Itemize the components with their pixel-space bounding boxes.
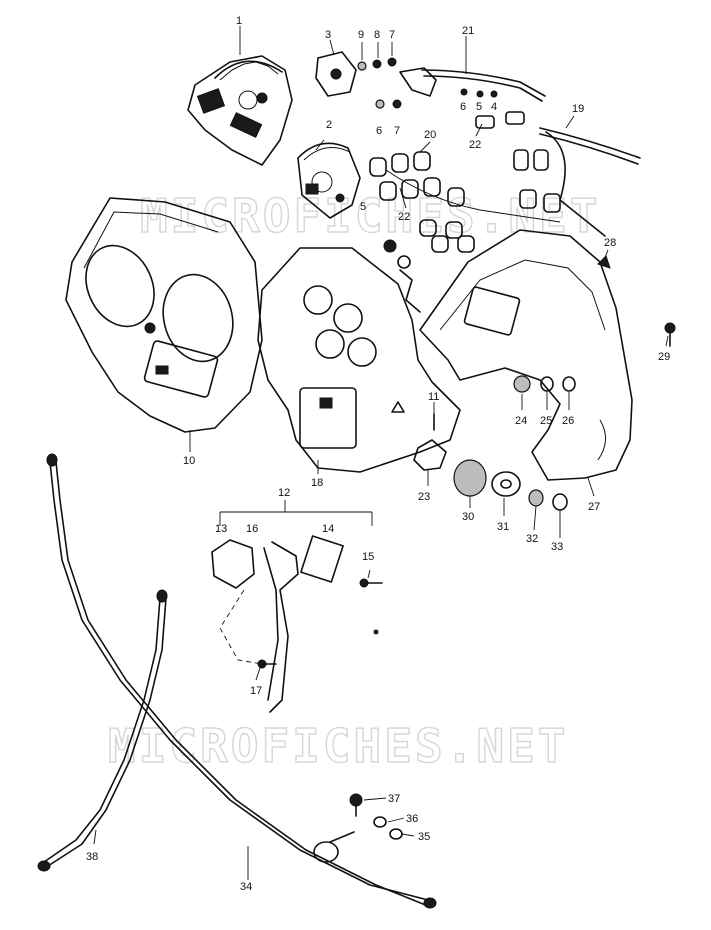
bulb-sockets-19 [475, 111, 641, 237]
callout-16: 16 [246, 523, 258, 535]
callout-23: 23 [418, 491, 430, 503]
callout-35: 35 [418, 831, 430, 843]
meter-case-upper-10 [65, 197, 263, 433]
callout-7-lower: 7 [394, 125, 400, 137]
callout-1: 1 [236, 15, 242, 27]
callout-5: 5 [476, 101, 482, 113]
tachometer-assembly [297, 142, 361, 219]
callout-21: 21 [462, 25, 474, 37]
callout-labels: 1 2 3 4 5 6 7 8 9 6 7 10 11 12 13 14 15 … [86, 15, 670, 893]
small-hardware-top [315, 51, 498, 109]
speedometer-assembly [187, 55, 293, 166]
callout-31: 31 [497, 521, 509, 533]
callout-26: 26 [562, 415, 574, 427]
callout-20: 20 [424, 129, 436, 141]
callout-32: 32 [526, 533, 538, 545]
callout-2: 2 [326, 119, 332, 131]
callout-4: 4 [491, 101, 497, 113]
callout-6: 6 [460, 101, 466, 113]
callout-25: 25 [540, 415, 552, 427]
tachometer-cable-38 [37, 589, 168, 872]
screw-29 [664, 322, 676, 347]
meter-case-lower-18 [257, 247, 461, 473]
speedometer-cable-34 [46, 453, 437, 909]
callout-6-lower: 6 [376, 125, 382, 137]
bracket-23 [413, 439, 447, 471]
watermark-bottom: MICROFICHES.NET [108, 719, 568, 773]
callout-14: 14 [322, 523, 334, 535]
callout-36: 36 [406, 813, 418, 825]
callout-13: 13 [215, 523, 227, 535]
assembly-12-group [211, 500, 383, 713]
callout-11: 11 [428, 391, 439, 403]
callout-19: 19 [572, 103, 584, 115]
callout-7: 7 [389, 29, 395, 41]
wire-harness-21-b [423, 75, 543, 102]
callout-3: 3 [325, 29, 331, 41]
callout-33: 33 [551, 541, 563, 553]
callout-18: 18 [311, 477, 323, 489]
callout-28: 28 [604, 237, 616, 249]
indicator-bulbs-20 [369, 151, 561, 269]
callout-29: 29 [658, 351, 670, 363]
callout-37: 37 [388, 793, 400, 805]
callout-17: 17 [250, 685, 262, 697]
callout-15: 15 [362, 551, 374, 563]
wire-harness-21 [421, 69, 546, 97]
callout-30: 30 [462, 511, 474, 523]
hardware-35-37 [313, 793, 403, 863]
rear-cover-27 [419, 229, 633, 481]
callout-22-upper: 22 [469, 139, 481, 151]
callout-5-lower: 5 [360, 201, 366, 213]
callout-27: 27 [588, 501, 600, 513]
washers-30-33 [453, 459, 568, 511]
callout-24: 24 [515, 415, 527, 427]
leader-lines [93, 26, 669, 880]
callout-22-lower: 22 [398, 211, 410, 223]
callout-9: 9 [358, 29, 364, 41]
callout-12: 12 [278, 487, 290, 499]
callout-34: 34 [240, 881, 252, 893]
callout-38: 38 [86, 851, 98, 863]
callout-8: 8 [374, 29, 380, 41]
callout-10: 10 [183, 455, 195, 467]
clip-28 [597, 255, 611, 269]
grommets-24-26 [513, 375, 576, 393]
